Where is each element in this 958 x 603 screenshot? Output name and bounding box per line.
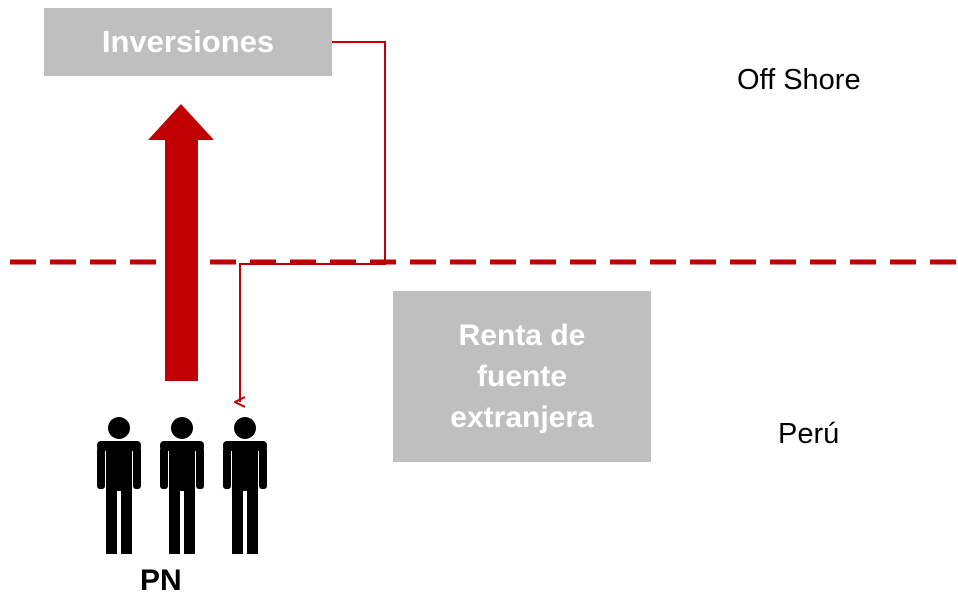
peru-region-label: Perú — [778, 418, 840, 450]
people-label: PN — [140, 564, 182, 597]
income-return-arrow — [240, 41, 386, 402]
investments-box: Inversiones — [44, 8, 332, 76]
foreign-income-box: Renta de fuente extranjera — [393, 291, 651, 462]
foreign-income-line: extranjera — [450, 401, 594, 434]
person-icon — [97, 417, 141, 554]
foreign-income-line: Renta de — [458, 319, 586, 352]
thick-up-arrow-icon — [148, 104, 214, 381]
people-group-icon — [97, 417, 267, 554]
person-icon — [223, 417, 267, 554]
person-icon — [160, 417, 204, 554]
foreign-income-line: fuente — [477, 360, 567, 393]
offshore-region-label: Off Shore — [737, 64, 861, 96]
